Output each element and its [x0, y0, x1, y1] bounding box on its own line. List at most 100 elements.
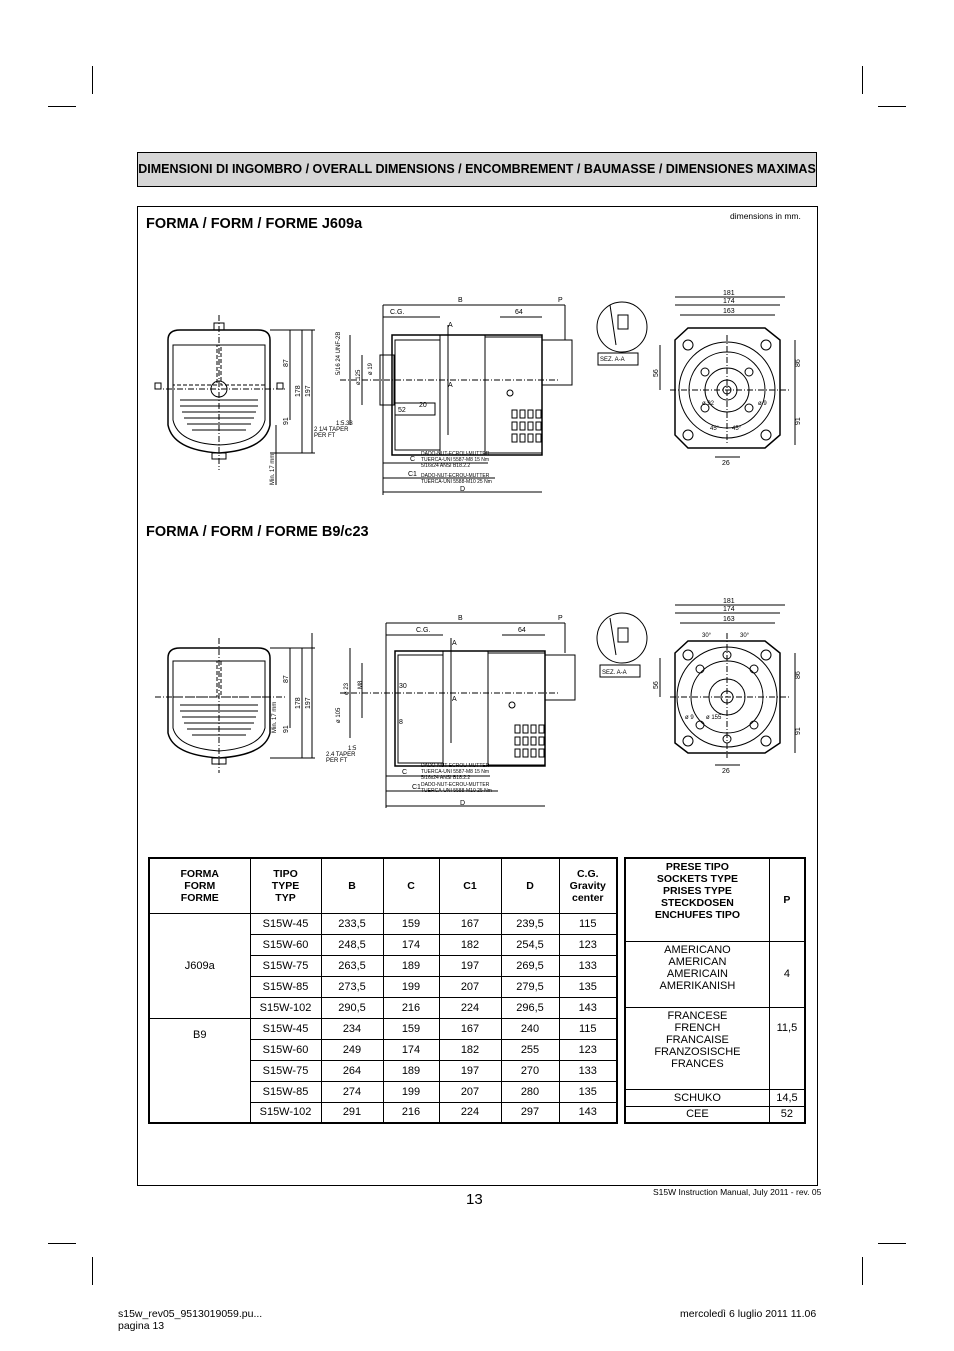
manual-reference: S15W Instruction Manual, July 2011 - rev…	[653, 1187, 822, 1197]
section-title-j609a: FORMA / FORM / FORME J609a	[146, 216, 363, 232]
section-aa	[596, 612, 648, 678]
table-row: CEE 52	[624, 1105, 806, 1124]
units-note: dimensions in mm.	[730, 211, 801, 221]
taper-label: 2.4 TAPER	[326, 752, 356, 758]
dim-label: 26	[722, 768, 730, 775]
nut-label: 5/16x24 ANSI B18.2.2	[421, 463, 470, 469]
dia-label: ø 125	[356, 369, 362, 385]
section-header: DIMENSIONI DI INGOMBRO / OVERALL DIMENSI…	[137, 152, 817, 187]
dim-label: 163	[723, 308, 735, 315]
col-header-c: C	[382, 857, 440, 914]
section-aa	[596, 301, 648, 366]
dim-label: C1	[408, 471, 417, 478]
dim-label: D	[460, 800, 465, 807]
crop-mark	[48, 106, 76, 107]
dia-label: ø 9	[685, 715, 694, 721]
dim-label: 174	[723, 606, 735, 613]
sockets-p-header: P	[768, 857, 806, 942]
dim-label: A	[452, 640, 457, 647]
crop-mark	[92, 66, 93, 94]
dim-label: C1	[412, 784, 421, 791]
dim-label: 197	[305, 385, 312, 397]
dim-label: 197	[305, 697, 312, 709]
dim-label: 87	[283, 359, 290, 367]
dim-label: C	[402, 769, 407, 776]
dim-label: 64	[518, 627, 526, 634]
crop-mark	[878, 1243, 906, 1244]
taper-label: 2 1/4 TAPER	[314, 427, 349, 433]
dia-label: ø 23	[344, 682, 350, 695]
table-row: SCHUKO 14,5	[624, 1088, 806, 1107]
dim-label: 30	[399, 683, 407, 690]
dim-label: 20	[419, 402, 427, 409]
dim-label: 56	[653, 369, 660, 377]
angle-label: 45°	[710, 426, 720, 432]
dim-label: 52	[398, 407, 406, 414]
dia-label: ø 9	[758, 401, 767, 407]
angle-label: 45°	[732, 426, 742, 432]
dim-label: 178	[295, 385, 302, 397]
dim-label: 91	[795, 417, 802, 425]
dia-label: ø 105	[336, 707, 342, 723]
dim-label: 8	[399, 719, 403, 726]
dim-label: P	[558, 297, 563, 304]
dim-label: 26	[722, 460, 730, 467]
nut-label: DADO-NUT-ECROU-MUTTER	[421, 473, 490, 479]
content-frame	[137, 206, 818, 1186]
section-label: SEZ. A-A	[600, 357, 625, 363]
dim-label: 174	[723, 298, 735, 305]
taper-label: PER FT	[314, 433, 336, 439]
dim-label: 181	[723, 290, 735, 297]
nut-label: TUERCA-UNI 5587-M8 15 Nm	[421, 457, 489, 463]
nut-label: DADO-NUT-ECROU-MUTTER	[421, 782, 490, 788]
nut-label: TUERCA-UNI 5587-M8 15 Nm	[421, 769, 489, 775]
dim-label: P	[558, 615, 563, 622]
dia-label: ø 19	[368, 362, 374, 375]
crop-mark	[878, 106, 906, 107]
col-header-d: D	[500, 857, 560, 914]
end-view	[659, 604, 796, 766]
dim-label: C	[410, 456, 415, 463]
crop-mark	[862, 66, 863, 94]
dim-label: A	[448, 322, 453, 329]
dim-label: 86	[795, 359, 802, 367]
taper-label: 1:5	[348, 746, 357, 752]
drawing-j609a: B P C.G. 64 A A 52 20 C C1 D DADO-NUT-EC…	[154, 290, 802, 495]
dia-label: ø 155	[706, 715, 722, 721]
dim-label: 163	[723, 616, 735, 623]
front-view	[154, 315, 285, 470]
dim-label: 86	[795, 671, 802, 679]
nut-label: 5/16x24 ANSI B18.2.2	[421, 775, 470, 781]
dim-label: Min. 17 mm	[270, 454, 276, 485]
dim-label: 91	[283, 417, 290, 425]
dim-label: B	[458, 297, 463, 304]
dim-label: C.G.	[390, 309, 404, 316]
page-number: 13	[466, 1191, 483, 1208]
dim-label: A	[452, 696, 457, 703]
section-title-b9: FORMA / FORM / FORME B9/c23	[146, 524, 369, 540]
date-stamp: mercoledì 6 luglio 2011 11.06	[680, 1308, 817, 1320]
nut-label: DADO-NUT-ECROU-MUTTER	[421, 763, 490, 769]
dim-label: 181	[723, 598, 735, 605]
dim-label: B	[458, 615, 463, 622]
dim-label: Min. 17 mm	[272, 702, 278, 733]
dia-label: ø 92	[702, 401, 715, 407]
crop-mark	[862, 1257, 863, 1285]
crop-mark	[48, 1243, 76, 1244]
dim-label: C.G.	[416, 627, 430, 634]
nut-label: DADO-NUT-ECROU-MUTTER	[421, 451, 490, 457]
